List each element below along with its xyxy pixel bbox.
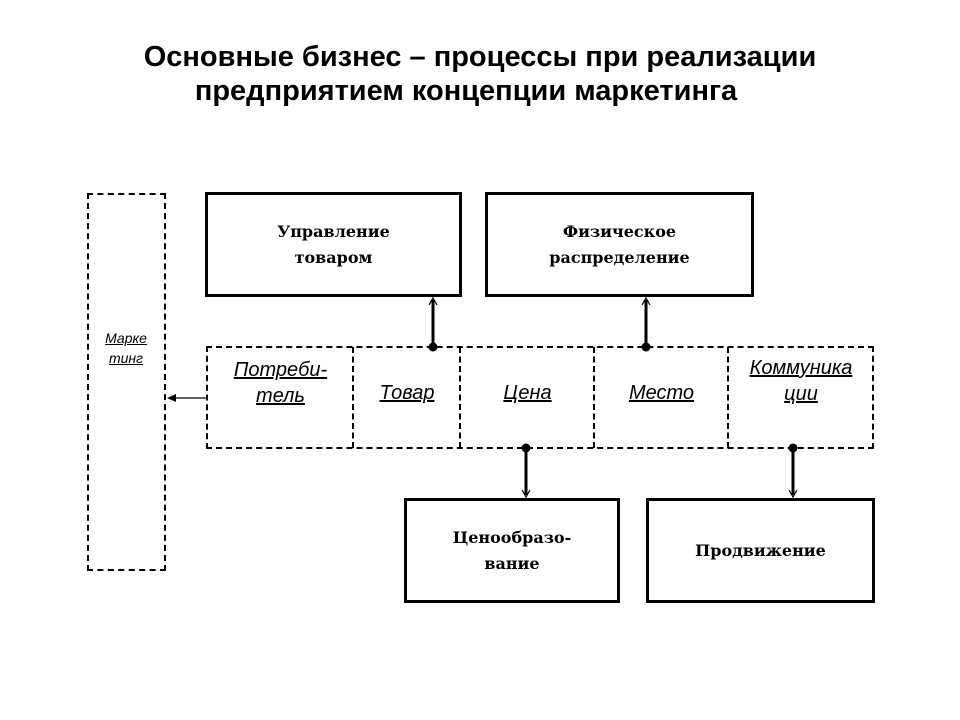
page-title: Основные бизнес – процессы при реализаци…: [0, 40, 960, 108]
mix-divider: [593, 347, 595, 448]
mix-cell-place: Место: [628, 382, 695, 404]
mix-cell-communications: Коммуника ции: [749, 357, 853, 405]
marketing-label: Марке тинг: [105, 330, 147, 366]
marketing-box: [87, 193, 166, 571]
mix-cell-consumer: Потреби- тель: [233, 359, 328, 407]
pricing-box: Ценообразо- вание: [404, 498, 620, 603]
mix-divider: [727, 347, 729, 448]
title-line-1: Основные бизнес – процессы при реализаци…: [143, 41, 817, 73]
marketing-mix-row: [206, 346, 874, 449]
mix-cell-product: Товар: [379, 382, 435, 404]
product-management-box: Управление товаром: [205, 192, 462, 297]
arrow-price-to-pricing: [521, 443, 531, 499]
title-line-2: предприятием концепции маркетинга: [194, 75, 738, 107]
arrow-place-to-distribution: [641, 296, 651, 352]
promotion-box: Продвижение: [646, 498, 875, 603]
mix-cell-price: Цена: [503, 382, 552, 404]
mix-divider: [352, 347, 354, 448]
mix-divider: [459, 347, 461, 448]
arrow-consumer-to-marketing: [167, 394, 206, 402]
arrow-communications-to-promotion: [788, 443, 798, 499]
arrow-product-to-management: [428, 296, 438, 352]
physical-distribution-box: Физическое распределение: [485, 192, 754, 297]
